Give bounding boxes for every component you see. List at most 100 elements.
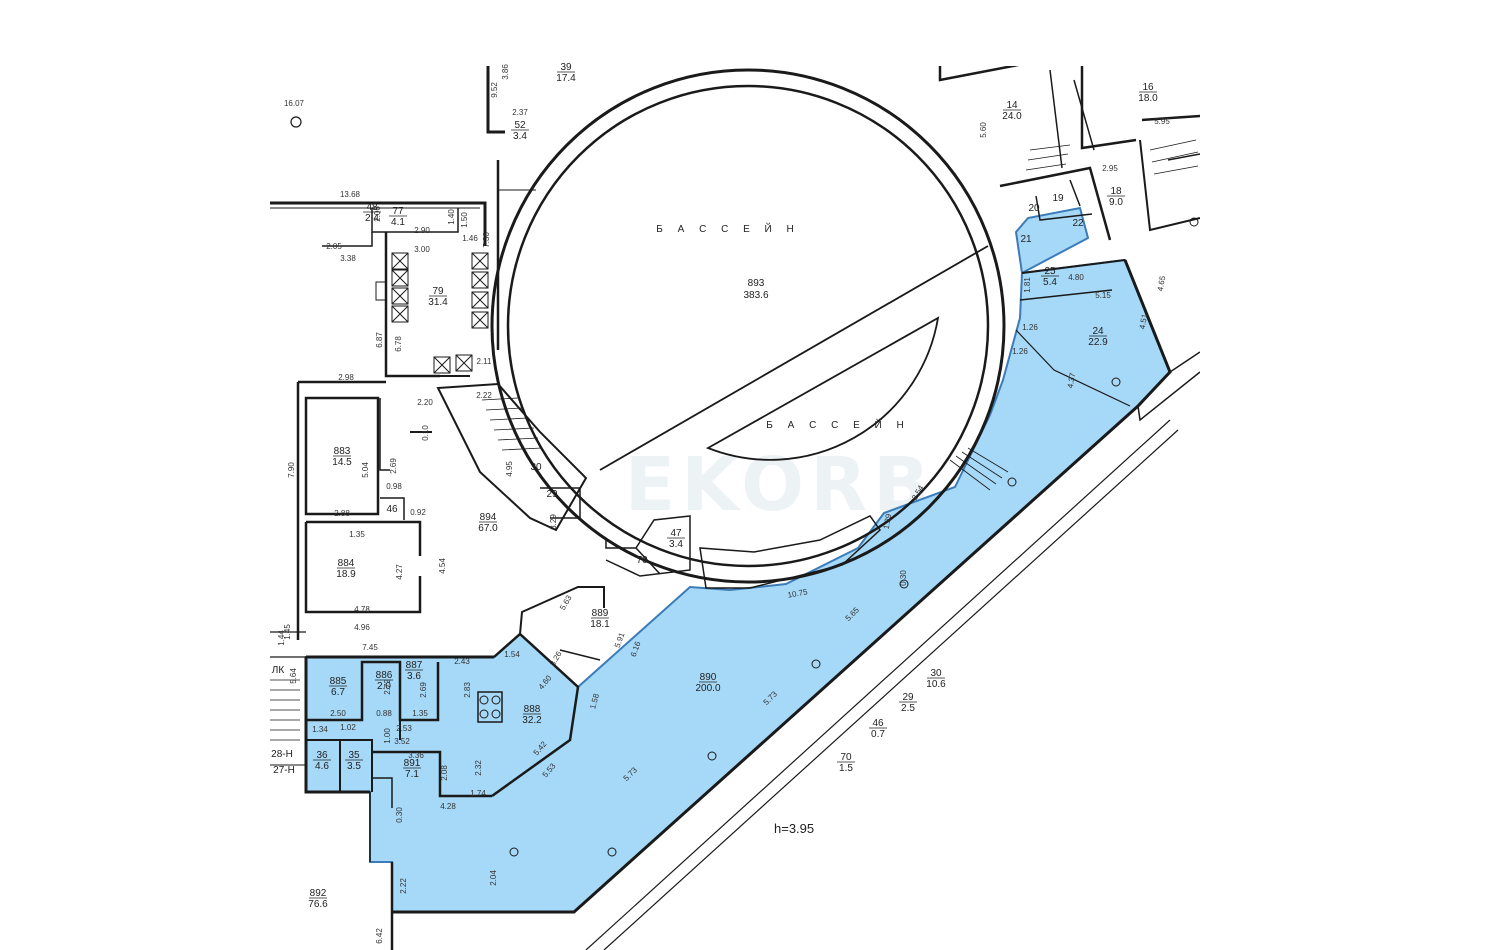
- pool-label-lower: Б А С С Е Й Н: [766, 418, 909, 431]
- dimension-label: 1.40: [447, 209, 456, 225]
- watermark: EKORB: [625, 442, 936, 528]
- dimension-label: 5.15: [1095, 291, 1111, 300]
- room-area-885: 6.7: [331, 687, 345, 698]
- label-r46: 46: [386, 504, 398, 515]
- room-number-36: 36: [316, 750, 328, 761]
- room-area-36: 4.6: [315, 761, 329, 772]
- dimension-label: 2.43: [454, 657, 470, 666]
- dimension-label: 1.45: [283, 624, 292, 640]
- dimension-label: 2.50: [330, 709, 346, 718]
- dimension-label: 1.26: [1012, 347, 1028, 356]
- room-number-894: 894: [480, 512, 497, 523]
- dimension-label: 3.36: [408, 751, 424, 760]
- label-r20: 20: [1028, 203, 1040, 214]
- dimension-label: 1.35: [412, 709, 428, 718]
- dimension-label: 2.08: [440, 765, 449, 781]
- dimension-label: 1.00: [383, 728, 392, 744]
- dimension-label: 7.45: [362, 643, 378, 652]
- dimension-label: 1.50: [460, 212, 469, 228]
- room-number-25: 25: [1044, 266, 1056, 277]
- dimension-label: 4.54: [438, 558, 447, 574]
- room-number-889: 889: [592, 608, 609, 619]
- room-area-52: 3.4: [513, 131, 527, 142]
- dimension-label: 4.96: [354, 623, 370, 632]
- dimension-label: 13.68: [340, 190, 361, 199]
- ceiling-height: h=3.95: [774, 821, 814, 836]
- dimension-label: 1.74: [470, 789, 486, 798]
- room-area-46o: 0.7: [871, 729, 885, 740]
- room-area-889: 18.1: [590, 619, 610, 630]
- pool-inner-basin: [705, 316, 940, 461]
- dimension-label: 5.63: [558, 593, 574, 611]
- label-r19: 19: [1052, 193, 1064, 204]
- room-number-891: 891: [404, 758, 421, 769]
- room-area-891: 7.1: [405, 769, 419, 780]
- room-number-888: 888: [524, 704, 541, 715]
- dimension-label: 2.90: [414, 226, 430, 235]
- dimension-label: 5.95: [1154, 117, 1170, 126]
- dimension-label: 1.46: [462, 234, 478, 243]
- dimension-label: 4.95: [505, 461, 514, 477]
- dimension-label: 10.75: [787, 587, 809, 599]
- dimension-label: 3.00: [414, 245, 430, 254]
- dimension-label: 1.29: [882, 513, 894, 530]
- room-area-890: 200.0: [695, 683, 720, 694]
- highlighted-area-wc[interactable]: [1014, 206, 1090, 275]
- room-number-892: 892: [310, 888, 327, 899]
- room-number-46o: 46: [872, 718, 884, 729]
- room-area-14: 24.0: [1002, 111, 1022, 122]
- room-area-884: 18.9: [336, 569, 356, 580]
- dimension-label: 6.78: [394, 336, 403, 352]
- dimension-label: 4.80: [1068, 273, 1084, 282]
- room-area-886: 2.0: [377, 681, 391, 692]
- dimension-label: 2.05: [326, 242, 342, 251]
- room-number-885: 885: [330, 676, 347, 687]
- room-number-18: 18: [1110, 186, 1122, 197]
- room-area-894: 67.0: [478, 523, 498, 534]
- dimension-label: 4.27: [395, 564, 404, 580]
- room-number-29o: 29: [902, 692, 914, 703]
- room-number-39: 39: [560, 62, 572, 73]
- dimension-label: 2.69: [389, 458, 398, 474]
- dimension-label: 0.30: [899, 570, 908, 586]
- room-area-888: 32.2: [522, 715, 542, 726]
- room-number-79: 79: [432, 286, 444, 297]
- room-area-77: 4.1: [391, 217, 405, 228]
- dimension-label: 2.20: [417, 398, 433, 407]
- dimension-label: 5.64: [289, 668, 298, 684]
- dimension-label: 2.32: [474, 760, 483, 776]
- dimension-label: 1.02: [340, 723, 356, 732]
- dimension-label: 0.92: [410, 508, 426, 517]
- dimension-label: 2.83: [463, 682, 472, 698]
- dimension-label: 5.04: [361, 462, 370, 478]
- dimension-label: 2.06: [373, 206, 382, 222]
- dimension-label: 3.86: [501, 64, 510, 80]
- label-r28n: 28-Н: [271, 749, 293, 760]
- dimension-label: 3.38: [340, 254, 356, 263]
- dimension-label: 3.29: [549, 514, 558, 530]
- room-area-47: 3.4: [669, 539, 683, 550]
- label-r21: 21: [1020, 234, 1032, 245]
- dimension-label: 2.53: [396, 724, 412, 733]
- room-area-70o: 1.5: [839, 763, 853, 774]
- pool-inner-ring: [506, 84, 990, 568]
- dimension-label: 3.26: [548, 649, 564, 667]
- room-number-47: 47: [670, 528, 682, 539]
- room-area-29o: 2.5: [901, 703, 915, 714]
- highlighted-area-main[interactable]: [305, 258, 1172, 913]
- dimension-label: 4.65: [1156, 275, 1168, 292]
- dimension-label: 2.22: [399, 878, 408, 894]
- room-area-30o: 10.6: [926, 679, 946, 690]
- dimension-label: 2.95: [1102, 164, 1118, 173]
- room-number-24: 24: [1092, 326, 1104, 337]
- dimension-label: 4.78: [354, 605, 370, 614]
- dimension-label: 6.87: [375, 332, 384, 348]
- dimension-label: 2.11: [477, 357, 493, 366]
- dimension-label: 1.54: [504, 650, 520, 659]
- dimension-label: 0.30: [395, 807, 404, 823]
- dimension-label: 16.07: [284, 99, 305, 108]
- room-area-48: 2.4: [365, 213, 379, 224]
- dimension-label: 7.90: [287, 462, 296, 478]
- dimension-label: 9.52: [490, 82, 499, 98]
